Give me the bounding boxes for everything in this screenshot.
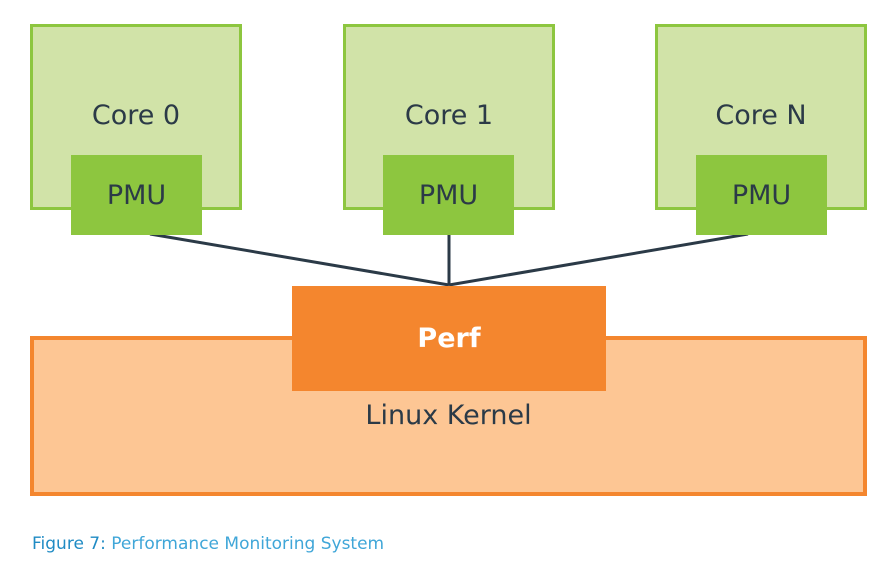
core-1-label: Core 1 <box>404 100 494 131</box>
core-n-pmu-box: PMU <box>696 155 827 235</box>
core-0-pmu-box: PMU <box>71 155 202 235</box>
core-n-label: Core N <box>715 100 807 131</box>
core-n-pmu-label: PMU <box>731 179 792 211</box>
figure-title: Performance Monitoring System <box>111 534 385 554</box>
connector-core0-to-perf <box>149 232 450 287</box>
perf-label: Perf <box>417 323 481 354</box>
core-0-label: Core 0 <box>91 100 181 131</box>
figure-number: Figure 7: <box>32 534 106 554</box>
core-0-pmu-label: PMU <box>106 179 167 211</box>
figure-caption: Figure 7: Performance Monitoring System <box>32 534 384 554</box>
core-1-pmu-box: PMU <box>383 155 514 235</box>
core-1-pmu-label: PMU <box>418 179 479 211</box>
perf-box: Perf <box>292 286 606 391</box>
linux-kernel-label: Linux Kernel <box>365 400 532 431</box>
connector-coren-to-perf <box>448 232 749 287</box>
core-0-box: Core 0 <box>30 24 242 210</box>
